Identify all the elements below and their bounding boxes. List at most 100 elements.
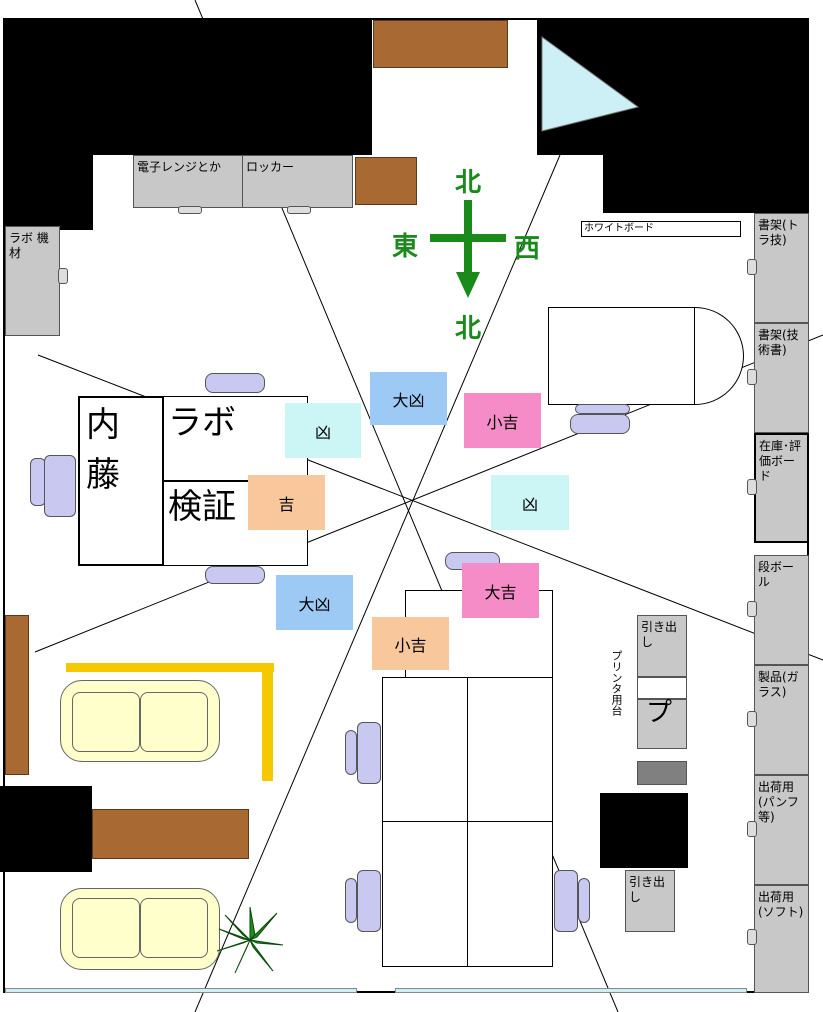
low-table bbox=[92, 809, 249, 859]
shelf-software: 出荷用(ソフト) bbox=[754, 885, 809, 993]
desk-divider bbox=[163, 480, 263, 482]
verify-label: 検証 bbox=[168, 487, 236, 527]
shelf-label: 書架(トラ技) bbox=[758, 218, 799, 247]
sofa-rail-top bbox=[66, 663, 274, 672]
shelf-inventory: 在庫･評価ボード bbox=[754, 433, 809, 543]
lab-equipment-shelf: ラボ 機材 bbox=[5, 226, 60, 336]
wall-left-lower bbox=[0, 786, 92, 872]
chair bbox=[205, 373, 265, 393]
shelf-label: 製品(ガラス) bbox=[758, 670, 799, 699]
microwave-label: 電子レンジとか bbox=[137, 160, 222, 174]
drawer-upper: 引き出し bbox=[637, 615, 687, 677]
compass-arrow-icon bbox=[430, 200, 506, 298]
drawer-handle bbox=[58, 268, 68, 284]
compass-north-bottom: 北 bbox=[455, 314, 482, 344]
shelf-handle bbox=[747, 259, 757, 275]
printer-stand-label: プリンタ用台 bbox=[604, 650, 624, 716]
fortune-kichi: 吉 bbox=[248, 475, 325, 530]
top-cabinet bbox=[373, 20, 508, 68]
drawer-label: 引き出し bbox=[641, 620, 678, 649]
fortune-text: 凶 bbox=[521, 494, 538, 514]
chair bbox=[357, 870, 381, 932]
sofa-upper-seat-left bbox=[72, 692, 140, 752]
wall-left-pillar bbox=[5, 150, 93, 230]
fortune-kyo-2: 凶 bbox=[491, 475, 569, 530]
sofa-rail-side bbox=[262, 663, 273, 781]
left-side-cabinet bbox=[5, 615, 29, 775]
fortune-text: 吉 bbox=[278, 494, 295, 514]
naito-label-2: 藤 bbox=[86, 455, 120, 495]
fortune-shokichi-2: 小吉 bbox=[372, 617, 449, 670]
shelf-label: 段ボール bbox=[758, 560, 795, 589]
naito-label-1: 内 bbox=[86, 405, 120, 445]
shelf-handle bbox=[747, 711, 757, 727]
printer-tray bbox=[637, 761, 687, 785]
shelf-glass: 製品(ガラス) bbox=[754, 665, 809, 775]
chair bbox=[357, 722, 381, 784]
printer-block bbox=[600, 793, 688, 868]
shelf-gijutsu-sho: 書架(技術書) bbox=[754, 323, 809, 433]
sofa-upper-seat-right bbox=[140, 692, 208, 752]
chair bbox=[570, 414, 630, 434]
shelf-handle bbox=[747, 369, 757, 385]
locker-label: ロッカー bbox=[246, 160, 295, 174]
printer-body: プ bbox=[637, 699, 687, 749]
fortune-text: 大凶 bbox=[392, 390, 425, 410]
lab-label: ラボ bbox=[168, 403, 236, 443]
wall-right-pillar bbox=[603, 150, 809, 213]
compass-west: 西 bbox=[514, 234, 541, 264]
fortune-daikyo-1: 大凶 bbox=[370, 372, 447, 425]
shelf-handle bbox=[747, 929, 757, 945]
shelf-cardboard: 段ボール bbox=[754, 555, 809, 665]
fortune-daikichi: 大吉 bbox=[462, 563, 539, 618]
drawer-label: 引き出し bbox=[629, 875, 666, 904]
sofa-lower-seat-right bbox=[140, 898, 208, 958]
chair bbox=[205, 566, 265, 584]
fortune-shokichi-1: 小吉 bbox=[464, 393, 541, 448]
fortune-text: 大凶 bbox=[298, 594, 331, 614]
fortune-daikyo-2: 大凶 bbox=[276, 575, 353, 630]
wall-top-left bbox=[5, 20, 372, 155]
shelf-label: 出荷用(ソフト) bbox=[758, 890, 804, 919]
center-desk-vline bbox=[467, 677, 468, 967]
window-glass bbox=[541, 36, 640, 132]
meeting-table bbox=[548, 307, 695, 405]
bottom-window-right bbox=[395, 988, 747, 993]
whiteboard: ホワイトボード bbox=[581, 221, 741, 237]
shelf-handle bbox=[747, 601, 757, 617]
drawer-lower: 引き出し bbox=[625, 870, 675, 932]
shelf-handle bbox=[747, 821, 757, 837]
printer-slot bbox=[637, 677, 687, 699]
bottom-window-left bbox=[5, 988, 357, 993]
chair bbox=[578, 878, 590, 923]
shelf-tora-gi: 書架(トラ技) bbox=[754, 213, 809, 323]
compass-north-top: 北 bbox=[455, 168, 482, 198]
drawer-handle bbox=[178, 206, 202, 214]
center-desk-hline bbox=[382, 821, 553, 822]
whiteboard-label: ホワイトボード bbox=[584, 223, 654, 234]
fortune-text: 小吉 bbox=[394, 635, 427, 655]
fortune-text: 小吉 bbox=[486, 412, 519, 432]
drawer-handle bbox=[287, 206, 311, 214]
small-cabinet bbox=[355, 157, 417, 205]
printer-glyph: プ bbox=[646, 698, 673, 728]
locker: ロッカー bbox=[242, 155, 353, 208]
chair bbox=[575, 404, 630, 414]
shelf-label: 出荷用(パンフ等) bbox=[758, 780, 799, 824]
chair bbox=[44, 455, 76, 517]
chair bbox=[554, 870, 578, 932]
fortune-text: 大吉 bbox=[484, 582, 517, 602]
sofa-lower-seat-left bbox=[72, 898, 140, 958]
fortune-text: 凶 bbox=[314, 422, 331, 442]
chair bbox=[345, 730, 357, 775]
sector-line bbox=[194, 154, 561, 1012]
shelf-handle bbox=[747, 479, 757, 495]
shelf-pamphlet: 出荷用(パンフ等) bbox=[754, 775, 809, 885]
shelf-label: 在庫･評価ボード bbox=[759, 439, 802, 483]
fortune-kyo-1: 凶 bbox=[285, 403, 361, 458]
lab-equipment-label: ラボ 機材 bbox=[9, 231, 49, 260]
shelf-label: 書架(技術書) bbox=[758, 328, 799, 357]
compass-east: 東 bbox=[392, 232, 419, 262]
desk-naito bbox=[78, 396, 164, 566]
printer-stand-text: プリンタ用台 bbox=[610, 650, 623, 716]
